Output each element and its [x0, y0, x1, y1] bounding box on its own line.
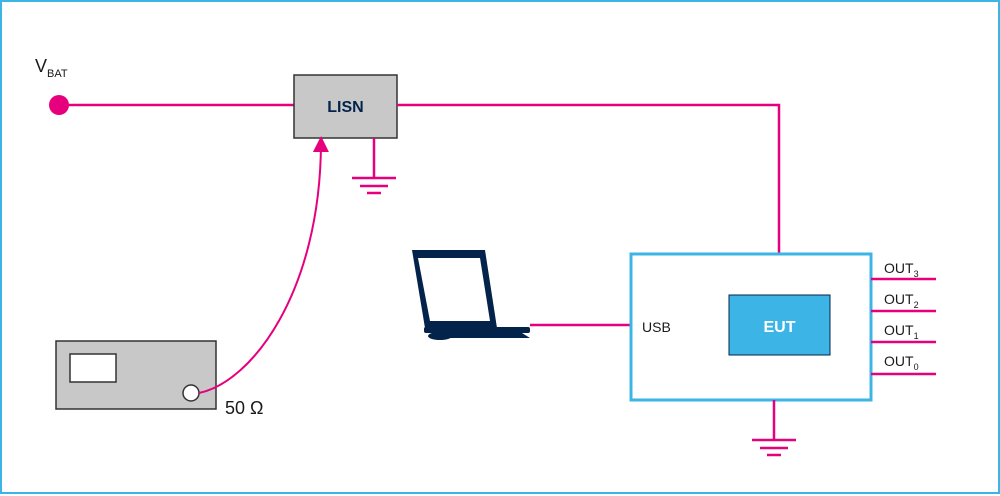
vbat-label: VBAT	[35, 56, 68, 80]
generator-display	[69, 353, 117, 383]
usb-label: USB	[642, 319, 671, 335]
impedance-label: 50 Ω	[225, 398, 263, 418]
laptop-icon	[412, 250, 530, 340]
eut-box	[728, 294, 831, 356]
lisn-label: LISN	[327, 99, 363, 116]
out3-label: OUT3	[884, 260, 919, 279]
out2-label: OUT2	[884, 291, 919, 310]
output-lines	[871, 277, 936, 376]
out0-label: OUT0	[884, 353, 919, 372]
lisn-ground-icon	[352, 138, 396, 195]
out1-label: OUT1	[884, 322, 919, 341]
lisn-box	[293, 74, 398, 139]
eut-label: EUT	[764, 319, 796, 336]
lisn-to-eut-wire	[397, 103, 781, 254]
eut-ground-icon	[752, 400, 796, 457]
generator-output-connector	[182, 384, 200, 402]
generator-to-lisn-wire	[198, 136, 329, 394]
